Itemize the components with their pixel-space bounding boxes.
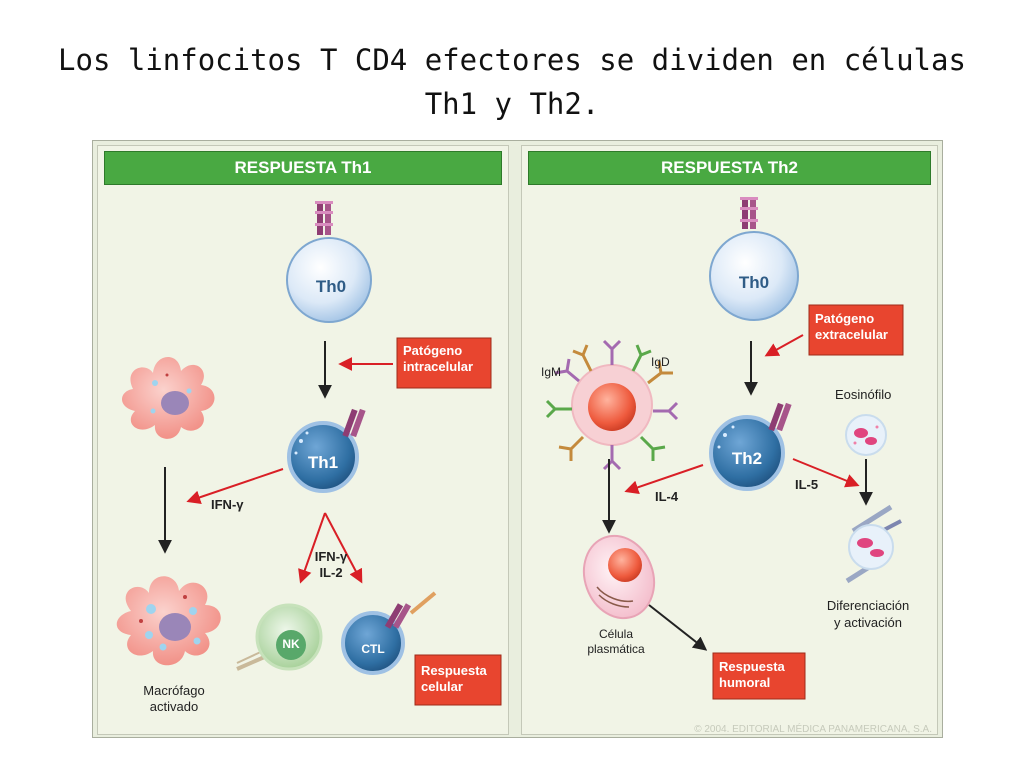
plasma-cell [582, 534, 656, 620]
plasma-to-humoral-arrow [648, 604, 708, 651]
il5-arrow [792, 458, 860, 488]
th2-th0-cell [709, 197, 799, 321]
ctl-cell [341, 591, 437, 675]
page-title: Los linfocitos T CD4 efectores se divide… [58, 43, 966, 121]
nk-cell [236, 603, 323, 671]
th1-response-line-2: celular [421, 679, 463, 694]
th2-pathogen-line-1: Patógeno [815, 311, 875, 326]
macrophage-label: Macrófago activado [129, 683, 219, 715]
th1-th0-cell [286, 201, 372, 323]
th1-pathogen-box [396, 337, 492, 389]
macrophage-cell [122, 356, 215, 439]
plasma-cell-label: Célula plasmática [571, 627, 661, 657]
th2-response-line-2: humoral [719, 675, 771, 690]
th1-th0-label: Th0 [315, 277, 347, 296]
copyright-watermark: © 2004. EDITORIAL MÉDICA PANAMERICANA, S… [694, 724, 932, 735]
extracellular-pathogen-arrow [764, 334, 804, 357]
th2-th0-label: Th0 [738, 273, 770, 292]
ifn-il2-arrow-left [298, 512, 326, 584]
th1-pathogen-label: Patógeno intracelular [403, 343, 473, 375]
th2-pathogen-label: Patógeno extracelular [815, 311, 888, 343]
th1-effector-label: Th1 [307, 453, 339, 472]
diagram-svg [116, 197, 904, 706]
plasma-cell-line-1: Célula [598, 627, 634, 641]
th2-effector-cell [709, 402, 792, 491]
plasma-cell-line-2: plasmática [587, 642, 645, 656]
eosinophil-cell [845, 414, 887, 456]
th2-effector-label: Th2 [731, 449, 763, 468]
th2-pathogen-line-2: extracelular [815, 327, 888, 342]
th1-response-box [414, 654, 502, 706]
th2-response-line-1: Respuesta [719, 659, 785, 674]
immune-response-figure: RESPUESTA Th1 RESPUESTA Th2 [92, 140, 943, 738]
th1-response-line-1: Respuesta [421, 663, 487, 678]
b-cell [545, 339, 679, 471]
th1-pathogen-line-2: intracelular [403, 359, 474, 374]
th1-effector-cell [287, 408, 366, 493]
il5-label: IL-5 [795, 477, 819, 492]
igd-label: IgD [651, 355, 670, 369]
il4-label: IL-4 [655, 489, 679, 504]
th1-panel-header: RESPUESTA Th1 [104, 151, 502, 185]
differentiation-label: Diferenciación y activación [813, 597, 923, 631]
ifn-il2-line-2: IL-2 [319, 565, 343, 580]
th2-panel-header: RESPUESTA Th2 [528, 151, 931, 185]
differentiation-line-1: Diferenciación [826, 598, 910, 613]
ifn-gamma-label: IFN-γ [211, 497, 244, 512]
macrophage-line-2: activado [149, 699, 199, 714]
th2-response-box [712, 652, 806, 700]
th1-response-label: Respuesta celular [421, 663, 487, 695]
th2-pathogen-box [808, 304, 904, 356]
ifn-il2-arrow-right [324, 512, 363, 584]
ifn-gamma-arrow [186, 468, 284, 505]
th2-response-label: Respuesta humoral [719, 659, 785, 691]
th1-pathogen-line-1: Patógeno [403, 343, 463, 358]
igm-label: IgM [541, 365, 562, 379]
activated-macrophage-cell [116, 576, 221, 666]
macrophage-line-1: Macrófago [143, 683, 205, 698]
activated-eosinophil-cell [845, 504, 902, 584]
nk-label: NK [282, 637, 300, 651]
il4-arrow [624, 464, 704, 494]
differentiation-line-2: y activación [834, 615, 902, 630]
eosinophil-label: Eosinófilo [835, 387, 892, 402]
ifn-il2-label: IFN-γ IL-2 [307, 549, 355, 581]
ifn-il2-line-1: IFN-γ [314, 549, 348, 564]
ctl-label: CTL [361, 642, 385, 656]
